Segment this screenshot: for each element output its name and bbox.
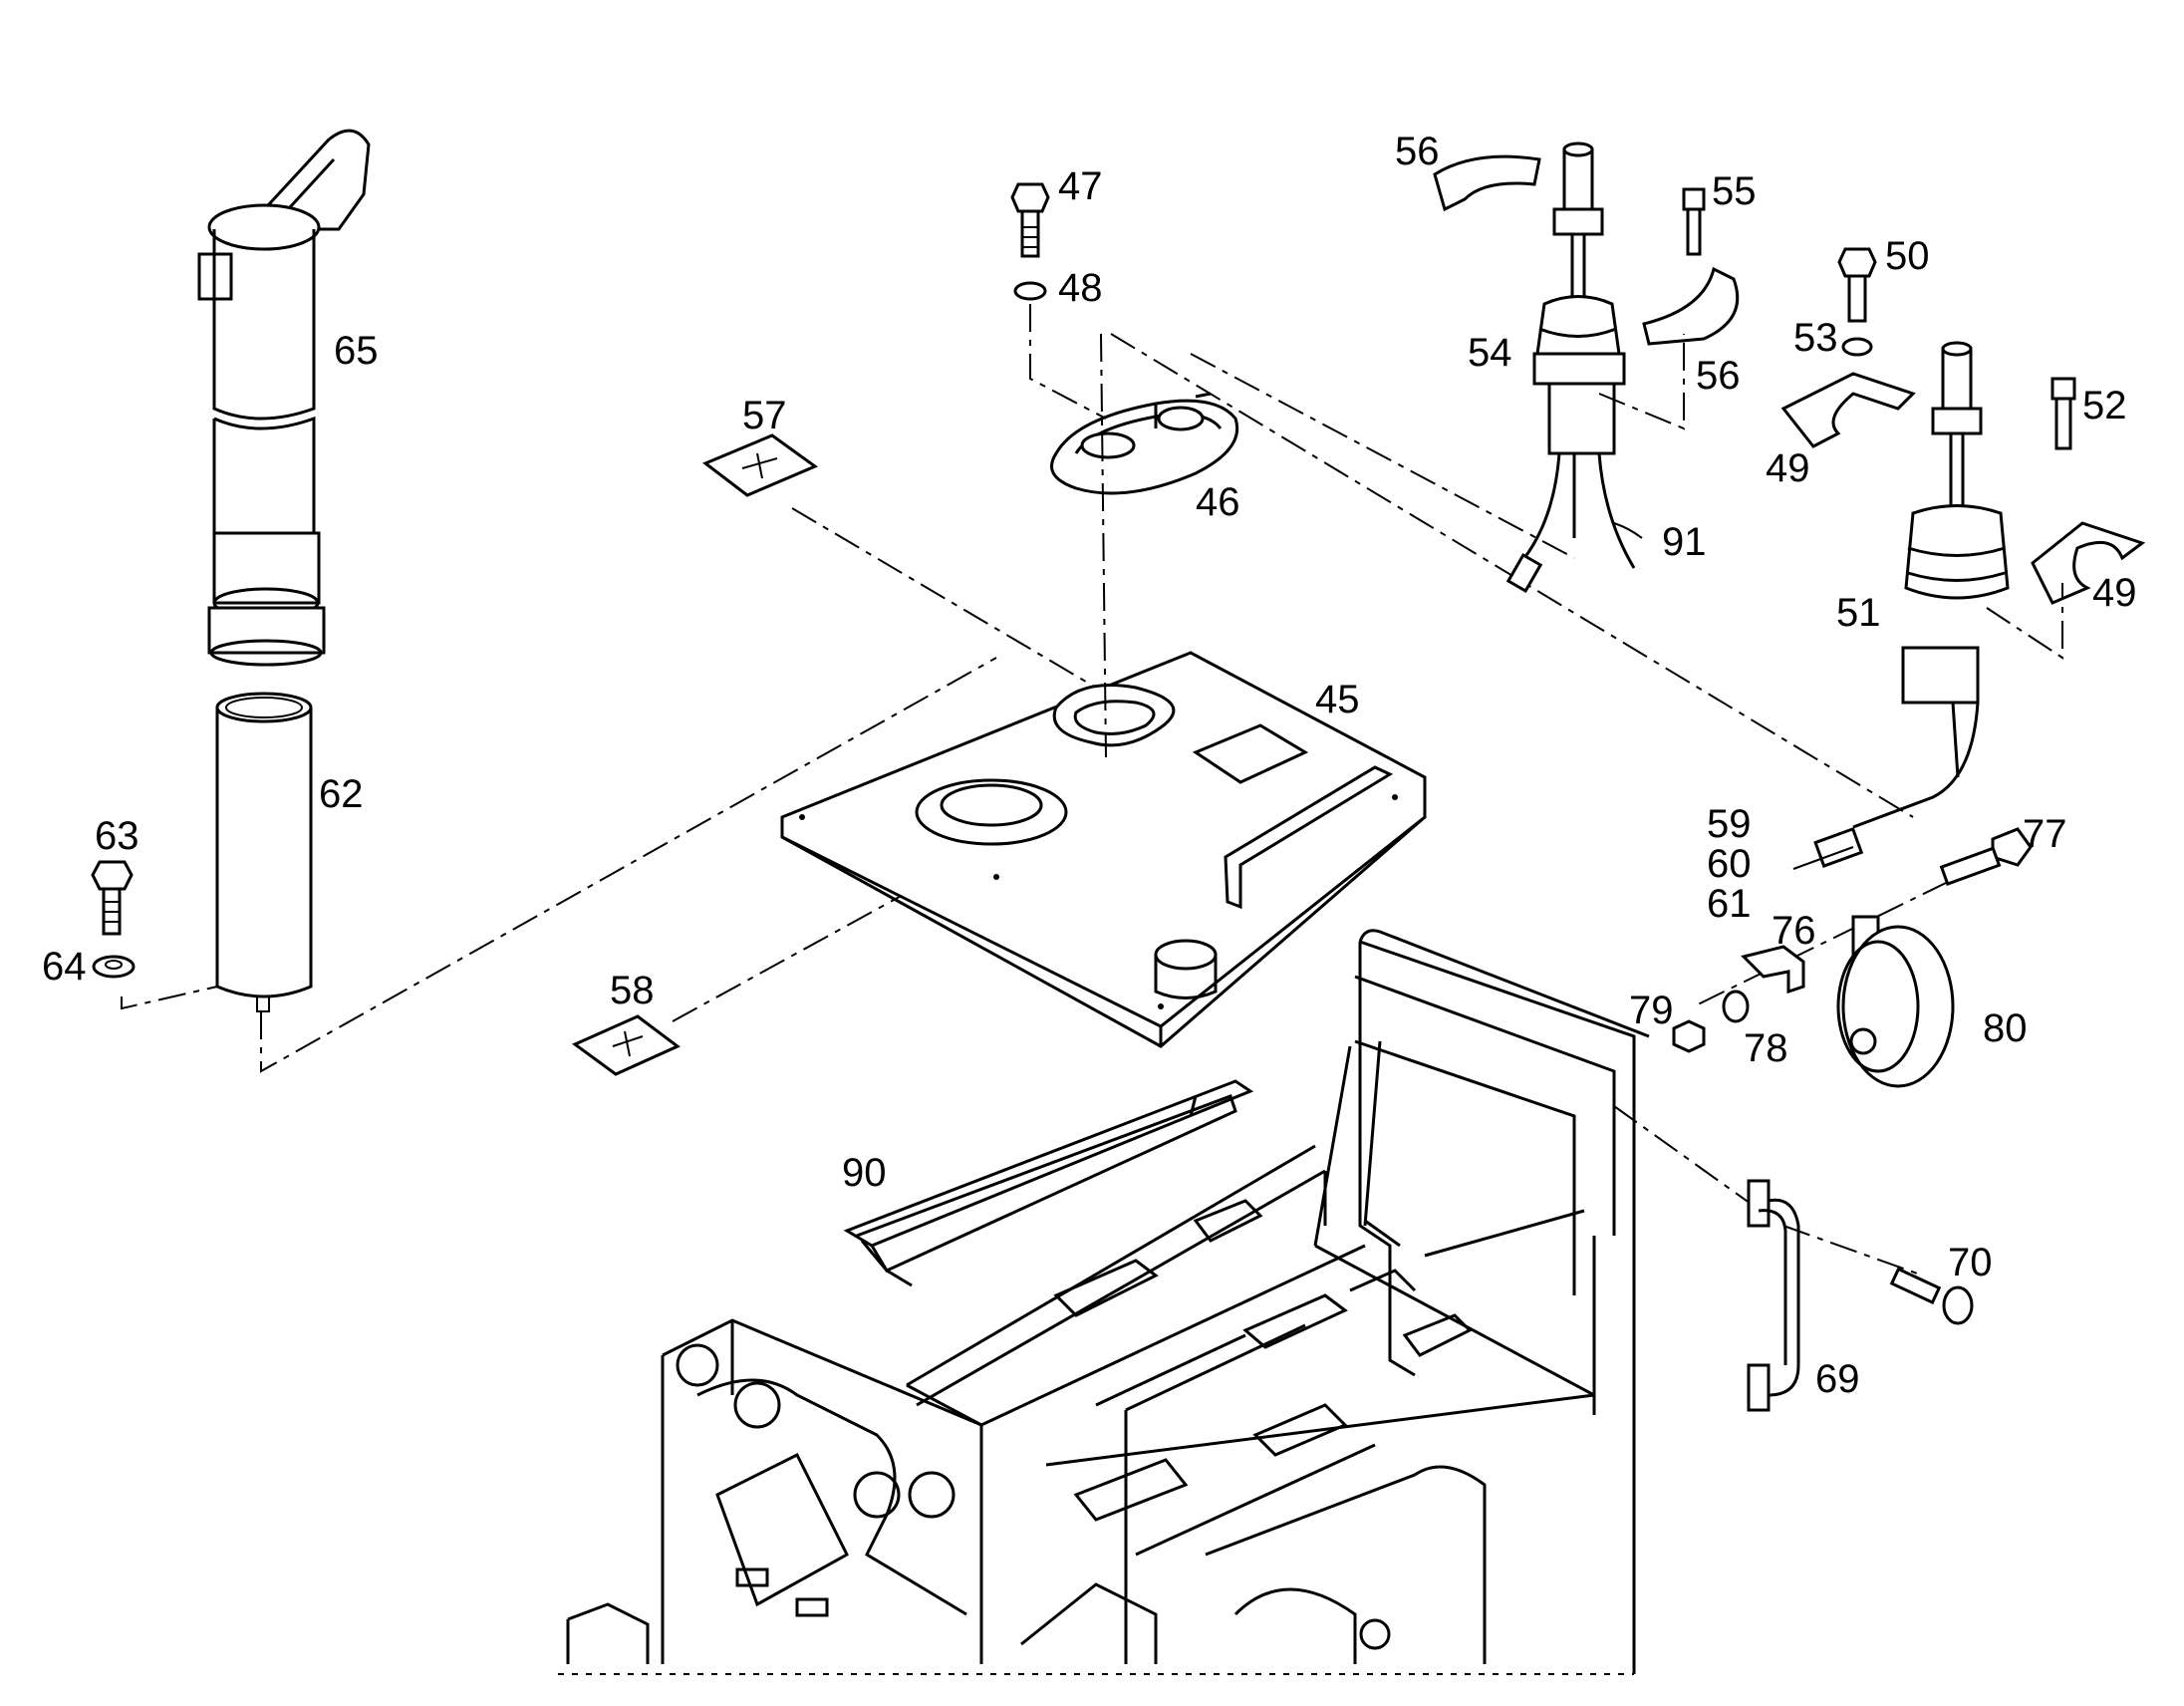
part-45-floor-plate [780,651,1427,1048]
part-64-washer [92,955,136,979]
part-48-washer [1013,281,1047,301]
callout-50: 50 [1885,234,1930,278]
callout-46: 46 [1196,480,1240,524]
callout-60: 60 [1707,842,1752,886]
callout-58: 58 [610,969,655,1012]
callout-52: 52 [2082,384,2127,427]
part-50-bolt [1837,247,1877,323]
callout-53: 53 [1793,316,1838,360]
callout-63: 63 [95,814,139,858]
part-53-washer [1841,337,1873,357]
part-49-lower-bracket [2031,521,2146,605]
callout-80: 80 [1983,1006,2028,1050]
callout-78: 78 [1744,1026,1788,1070]
callout-56-upper: 56 [1395,130,1440,173]
callout-59: 59 [1707,802,1752,846]
callout-55: 55 [1712,169,1757,213]
callout-76: 76 [1772,909,1816,953]
part-57-pad [702,433,819,497]
part-56-upper-segment [1433,154,1541,212]
part-79-nut [1672,1019,1706,1053]
chassis-frame [566,929,1650,1674]
part-80-horn [1836,915,1955,1088]
part-58-pad [572,1014,681,1076]
callout-91: 91 [1662,520,1707,564]
part-78-washer [1722,990,1750,1023]
part-63-bolt [91,860,134,936]
callout-65: 65 [334,329,379,373]
callout-70: 70 [1948,1241,1993,1284]
callout-labels: 65 62 63 64 57 58 47 48 46 45 56 54 55 5… [42,130,2137,1401]
callout-49-lower: 49 [2092,571,2137,615]
callout-57: 57 [742,394,787,437]
callout-79: 79 [1629,989,1674,1032]
part-70-bolt [1889,1267,1974,1325]
callout-64: 64 [42,945,87,989]
part-47-bolt [1010,182,1050,258]
part-62-column-tube [215,692,313,1012]
callout-49-upper: 49 [1766,446,1810,490]
part-56-lower-segment [1642,266,1740,346]
part-52-screw [2050,377,2076,450]
part-59-connector [1813,826,1864,868]
part-54-joystick [1505,142,1636,594]
part-55-screw [1682,187,1706,256]
callout-54: 54 [1468,331,1512,375]
callout-61: 61 [1707,882,1752,926]
callout-90: 90 [842,1151,887,1195]
part-49-upper-bracket [1780,372,1916,448]
part-90-tray [843,1079,1254,1287]
callout-48: 48 [1058,266,1103,310]
callout-51: 51 [1836,591,1881,635]
callout-56-lower: 56 [1696,354,1741,398]
part-51-joystick [1852,341,2010,829]
callout-47: 47 [1058,164,1103,208]
part-69-grab-handle [1747,1179,1800,1412]
callout-45: 45 [1315,678,1360,721]
callout-62: 62 [319,772,364,816]
part-65-steering-column-upper [197,129,371,667]
callout-69: 69 [1815,1357,1860,1401]
callout-77: 77 [2023,812,2067,856]
part-76-bracket [1741,945,1805,995]
part-77-bolt [1939,827,2033,886]
part-46-boot-plate [1050,392,1239,495]
